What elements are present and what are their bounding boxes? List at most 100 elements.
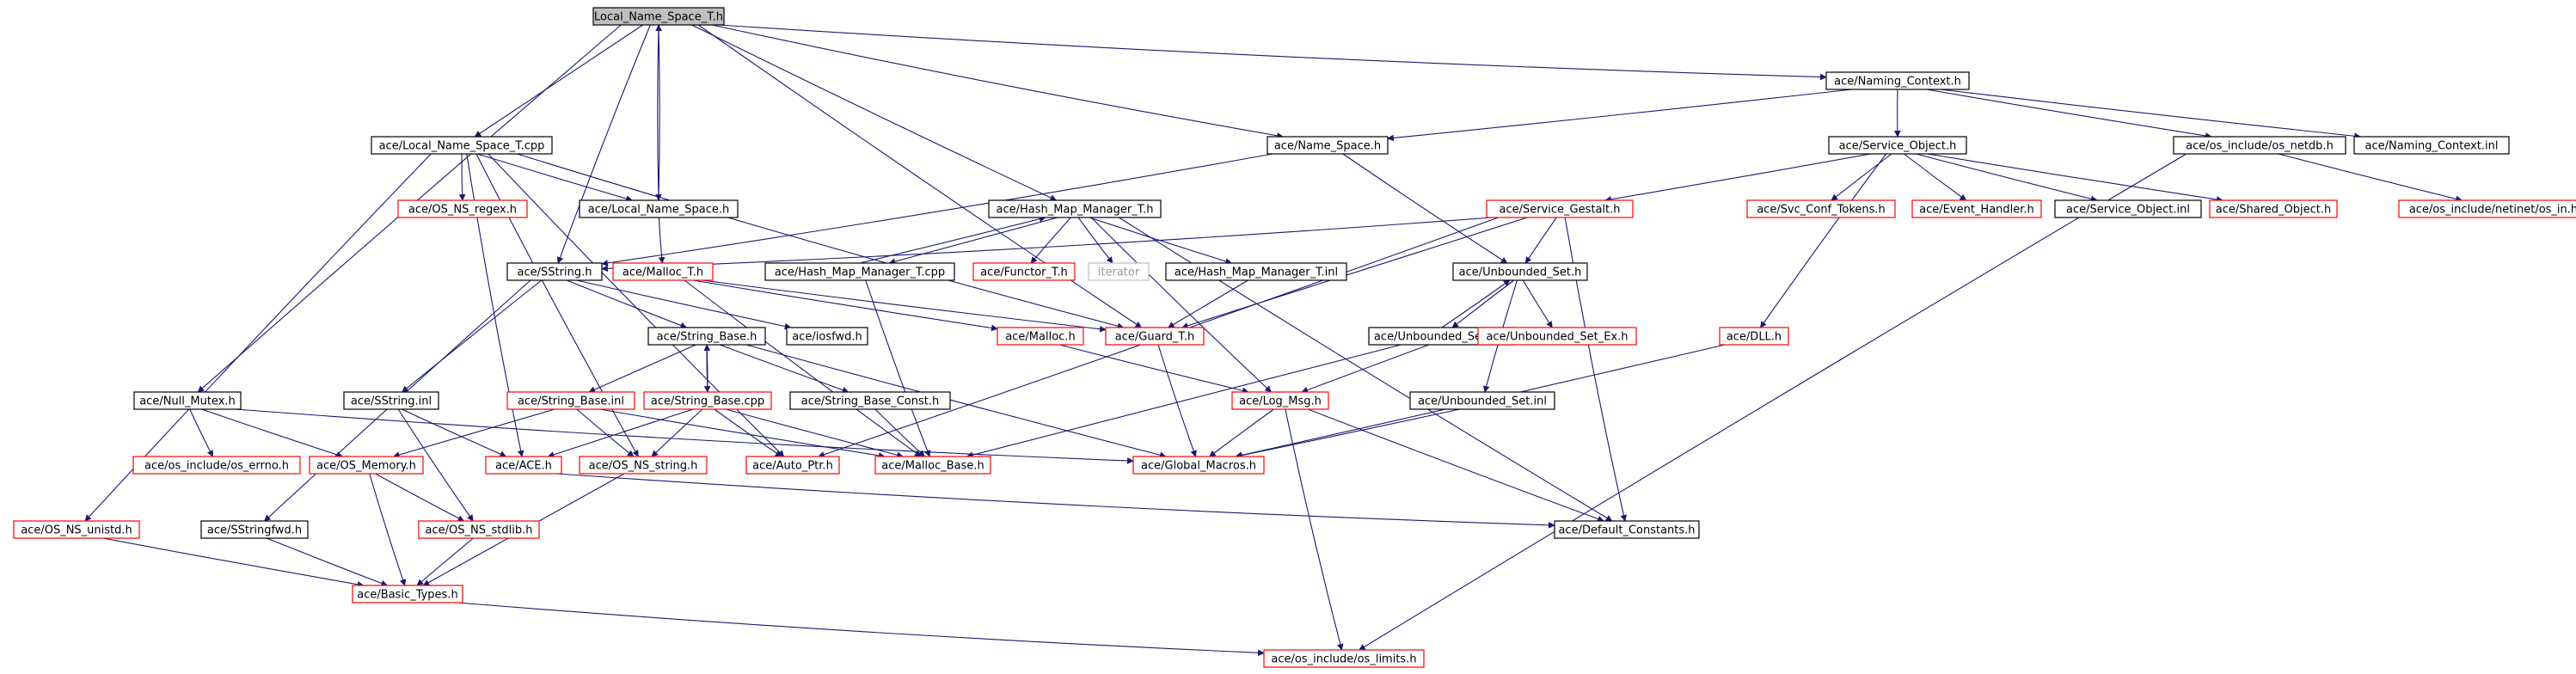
node-svc-conf-tokens-h[interactable]: ace/Svc_Conf_Tokens.h (1746, 199, 1896, 218)
node-box (1231, 391, 1329, 410)
node-basic-types-h[interactable]: ace/Basic_Types.h (352, 585, 463, 604)
edge-os-memory-h-to-basic-types-h (369, 473, 407, 586)
edge-hash-map-manager-t-h-to-log-msg-h (1090, 217, 1272, 393)
node-local-name-space-h[interactable]: ace/Local_Name_Space.h (579, 199, 739, 218)
node-functor-t-h[interactable]: ace/Functor_T.h (972, 262, 1076, 281)
node-malloc-base-h[interactable]: ace/Malloc_Base.h (874, 456, 991, 475)
node-label: ace/Service_Gestalt.h (1499, 204, 1620, 217)
node-box (1911, 199, 2042, 218)
node-shared-object-h[interactable]: ace/Shared_Object.h (2209, 199, 2338, 218)
node-service-object-h[interactable]: ace/Service_Object.h (1828, 136, 1967, 155)
node-global-macros-h[interactable]: ace/Global_Macros.h (1132, 456, 1265, 475)
node-label: ace/Naming_Context.h (1834, 76, 1961, 89)
edge-malloc-h-to-log-msg-h (1059, 344, 1249, 395)
node-box (972, 262, 1076, 281)
edge-hash-map-manager-t-h-to-hash-map-manager-t-cpp (888, 217, 1058, 265)
node-label: ace/OS_NS_unistd.h (21, 524, 132, 537)
edge-hash-map-manager-t-h-to-hash-map-manager-t-inl (1089, 217, 1232, 265)
node-sstring-h[interactable]: ace/SString.h (506, 262, 603, 281)
node-iosfwd-h[interactable]: ace/iosfwd.h (786, 327, 868, 346)
edge-hash-map-manager-t-cpp-to-hash-map-manager-t-h (859, 215, 1046, 264)
node-log-msg-h[interactable]: ace/Log_Msg.h (1231, 391, 1329, 410)
edge-string-base-cpp-to-malloc-base-h (725, 408, 904, 458)
node-box (397, 199, 528, 218)
edge-sstring-h-to-iosfwd-h (576, 279, 792, 330)
node-os-ns-unistd-h[interactable]: ace/OS_NS_unistd.h (13, 520, 140, 539)
node-malloc-t-h[interactable]: ace/Malloc_T.h (612, 262, 714, 281)
node-os-errno-h[interactable]: ace/os_include/os_errno.h (132, 456, 301, 475)
node-label: ace/String_Base.cpp (651, 395, 764, 408)
node-label: ace/os_include/os_netdb.h (2186, 140, 2334, 153)
edge-service-object-h-to-dll-h (1760, 153, 1887, 328)
node-string-base-inl[interactable]: ace/String_Base.inl (506, 391, 635, 410)
node-label: ace/OS_NS_regex.h (408, 204, 517, 217)
edge-os-ns-stdlib-h-to-basic-types-h (416, 537, 474, 586)
node-sstring-inl[interactable]: ace/SString.inl (343, 391, 439, 410)
node-local-name-space-t-h[interactable]: Local_Name_Space_T.h (592, 7, 725, 26)
node-unbounded-set-h[interactable]: ace/Unbounded_Set.h (1452, 262, 1588, 281)
node-service-object-inl[interactable]: ace/Service_Object.inl (2054, 199, 2202, 218)
node-hash-map-manager-t-h[interactable]: ace/Hash_Map_Manager_T.h (988, 199, 1162, 218)
node-label: ace/Unbounded_Set.cpp (1374, 331, 1510, 344)
node-label: ace/Hash_Map_Manager_T.inl (1175, 267, 1338, 279)
node-local-name-space-t-cpp[interactable]: ace/Local_Name_Space_T.cpp (371, 136, 553, 155)
node-hash-map-manager-t-cpp[interactable]: ace/Hash_Map_Manager_T.cpp (764, 262, 955, 281)
node-label: ace/Hash_Map_Manager_T.h (997, 204, 1154, 217)
node-ace-h[interactable]: ace/ACE.h (485, 456, 562, 475)
node-naming-context-h[interactable]: ace/Naming_Context.h (1825, 71, 1970, 90)
node-label: ace/Default_Constants.h (1558, 524, 1695, 537)
node-guard-t-h[interactable]: ace/Guard_T.h (1105, 327, 1205, 346)
node-label: ace/Auto_Ptr.h (752, 460, 833, 473)
edge-service-object-h-to-service-gestalt-h (1604, 153, 1871, 203)
node-os-ns-stdlib-h[interactable]: ace/OS_NS_stdlib.h (418, 520, 540, 539)
node-label: ace/OS_NS_string.h (589, 460, 698, 473)
node-label: ace/Service_Object.inl (2066, 204, 2190, 217)
edge-string-base-h-to-string-base-inl (588, 344, 696, 393)
node-string-base-h[interactable]: ace/String_Base.h (647, 327, 766, 346)
node-unbounded-set-ex-h[interactable]: ace/Unbounded_Set_Ex.h (1477, 327, 1637, 346)
node-label: ace/Local_Name_Space.h (588, 204, 730, 217)
node-os-ns-string-h[interactable]: ace/OS_NS_string.h (579, 456, 708, 475)
node-box (745, 456, 840, 475)
edge-local-name-space-t-cpp-to-ace-h (466, 153, 524, 457)
node-string-base-cpp[interactable]: ace/String_Base.cpp (643, 391, 772, 410)
node-service-gestalt-h[interactable]: ace/Service_Gestalt.h (1486, 199, 1634, 218)
node-sstringfwd-h[interactable]: ace/SStringfwd.h (200, 520, 309, 539)
node-event-handler-h[interactable]: ace/Event_Handler.h (1911, 199, 2042, 218)
node-label: iterator (1098, 267, 1140, 279)
node-box (1132, 456, 1265, 475)
node-label: ace/Malloc_T.h (623, 267, 703, 279)
edge-sstringfwd-h-to-basic-types-h (266, 537, 389, 587)
node-netinet-in-h[interactable]: ace/os_include/netinet/os_in.h (2398, 199, 2576, 218)
node-label: ace/SString.h (518, 267, 592, 279)
node-box (485, 456, 562, 475)
node-box (506, 262, 603, 281)
edge-service-gestalt-h-to-guard-t-h (1181, 217, 1528, 329)
node-naming-context-inl[interactable]: ace/Naming_Context.inl (2353, 136, 2510, 155)
node-box (789, 391, 951, 410)
node-default-constants-h[interactable]: ace/Default_Constants.h (1554, 520, 1700, 539)
node-box (764, 262, 955, 281)
node-box (1477, 327, 1637, 346)
node-label: ace/String_Base_Const.h (801, 395, 939, 408)
node-malloc-h[interactable]: ace/Malloc.h (997, 327, 1084, 346)
edge-naming-context-h-to-name-space-h (1387, 89, 1853, 142)
node-os-memory-h[interactable]: ace/OS_Memory.h (309, 456, 424, 475)
edge-hash-map-manager-t-cpp-to-malloc-base-h (865, 279, 931, 457)
node-auto-ptr-h[interactable]: ace/Auto_Ptr.h (745, 456, 840, 475)
node-os-limits-h[interactable]: ace/os_include/os_limits.h (1263, 649, 1425, 668)
edge-null-mutex-h-to-global-macros-h (235, 408, 1134, 464)
node-unbounded-set-inl[interactable]: ace/Unbounded_Set.inl (1409, 391, 1555, 410)
node-dll-h[interactable]: ace/DLL.h (1719, 327, 1789, 346)
node-label: ace/Basic_Types.h (357, 589, 457, 602)
edge-string-base-inl-to-os-memory-h (392, 408, 555, 458)
edge-string-base-const-h-to-malloc-base-h (874, 408, 925, 457)
node-box (988, 199, 1162, 218)
node-name-space-h[interactable]: ace/Name_Space.h (1267, 136, 1389, 155)
node-hash-map-manager-t-inl[interactable]: ace/Hash_Map_Manager_T.inl (1165, 262, 1347, 281)
node-os-ns-regex-h[interactable]: ace/OS_NS_regex.h (397, 199, 528, 218)
node-os-netdb-h[interactable]: ace/os_include/os_netdb.h (2173, 136, 2346, 155)
edge-sstring-h-to-string-base-h (566, 279, 688, 329)
node-string-base-const-h[interactable]: ace/String_Base_Const.h (789, 391, 951, 410)
node-null-mutex-h[interactable]: ace/Null_Mutex.h (133, 391, 242, 410)
